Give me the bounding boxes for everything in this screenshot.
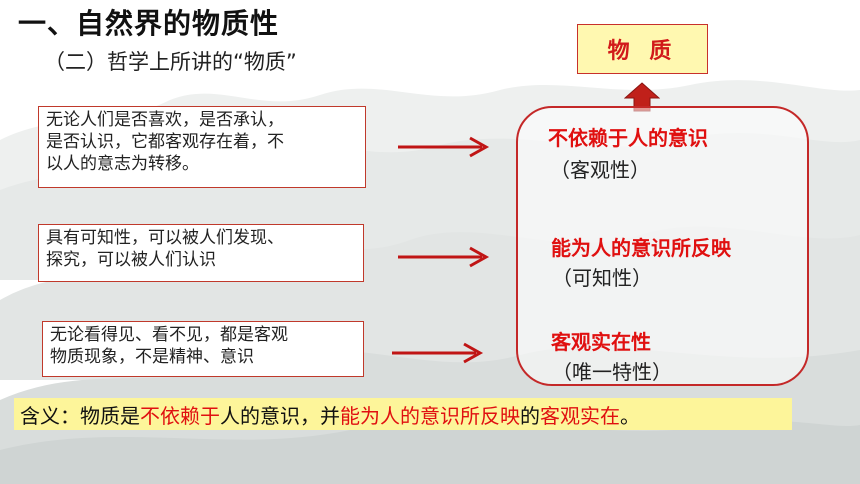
definition-text: 。 <box>620 403 640 428</box>
property-name: 能为人的意识所反映 <box>551 236 731 260</box>
description-line: 具有可知性，可以被人们发现、 <box>46 228 284 248</box>
property-note: （可知性） <box>552 266 652 290</box>
definition-text: 的 <box>520 403 540 428</box>
properties-rounded-box <box>516 106 809 386</box>
description-line: 无论看得见、看不见，都是客观 <box>50 325 288 345</box>
property-note: （唯一特性） <box>552 360 672 384</box>
description-line: 是否认识，它都客观存在着，不 <box>46 132 284 152</box>
description-box-knowability: 具有可知性，可以被人们发现、 探究，可以被人们认识 <box>38 224 364 282</box>
description-line: 探究，可以被人们认识 <box>46 250 216 270</box>
description-box-objective-reality: 无论看得见、看不见，都是客观 物质现象，不是精神、意识 <box>42 321 364 377</box>
right-arrow-icon <box>392 342 484 364</box>
matter-label-box: 物 质 <box>577 24 708 74</box>
definition-key-term: 不依赖于 <box>140 403 220 428</box>
definition-text: 人的意识，并 <box>220 403 340 428</box>
description-line: 物质现象，不是精神、意识 <box>50 347 254 367</box>
property-note: （客观性） <box>550 158 650 182</box>
right-arrow-icon <box>398 246 490 268</box>
definition-text: 含义：物质是 <box>20 403 140 428</box>
description-line: 无论人们是否喜欢，是否承认， <box>46 110 284 130</box>
page-subtitle: （二）哲学上所讲的“物质” <box>44 50 297 74</box>
definition-key-term: 能为人的意识所反映 <box>340 403 520 428</box>
right-arrow-icon <box>398 136 490 158</box>
property-name: 客观实在性 <box>551 330 651 354</box>
description-box-objectivity: 无论人们是否喜欢，是否承认， 是否认识，它都客观存在着，不 以人的意志为转移。 <box>38 106 366 188</box>
description-line: 以人的意志为转移。 <box>46 154 199 174</box>
definition-highlight-bar: 含义：物质是不依赖于人的意识，并能为人的意识所反映的客观实在。 <box>14 398 792 430</box>
definition-key-term: 客观实在 <box>540 403 620 428</box>
property-name: 不依赖于人的意识 <box>548 126 708 150</box>
page-title: 一、自然界的物质性 <box>18 7 280 40</box>
